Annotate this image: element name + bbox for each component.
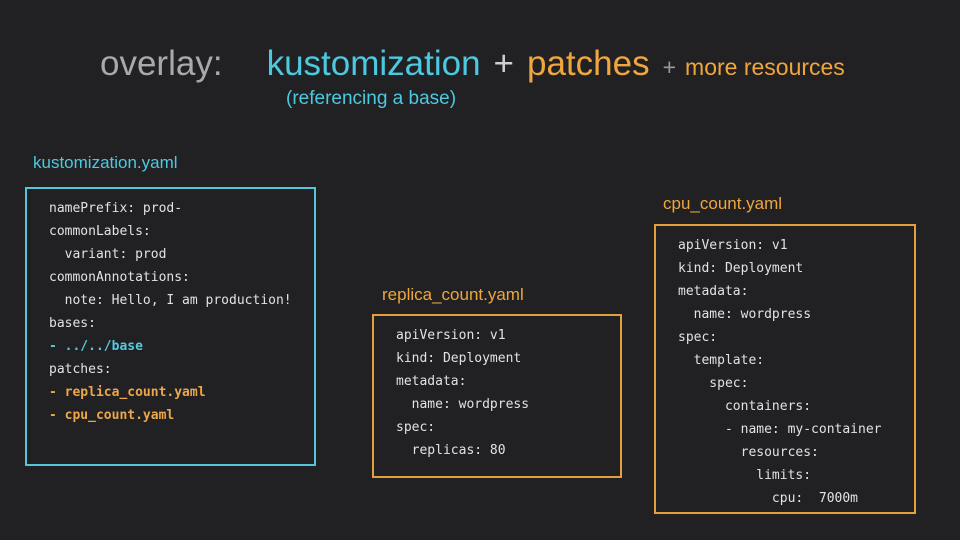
code-line: commonLabels:: [49, 224, 151, 239]
code-line: spec:: [678, 376, 749, 391]
code-line: namePrefix: prod-: [49, 201, 183, 216]
code-line: cpu: 7000m: [678, 491, 859, 506]
code-line: bases:: [49, 316, 96, 331]
code-line: - name: my-container: [678, 422, 882, 437]
code-line: containers:: [678, 399, 812, 414]
code-line: - replica_count.yaml: [49, 385, 206, 400]
title-overlay-text: overlay:: [100, 44, 223, 83]
code-line: apiVersion: v1: [678, 238, 788, 253]
code-line: apiVersion: v1: [396, 328, 506, 343]
code-line: - ../../base: [49, 339, 143, 354]
code-line: metadata:: [396, 374, 467, 389]
code-line: resources:: [678, 445, 819, 460]
replica-count-panel-label: replica_count.yaml: [382, 285, 524, 304]
title-plus-sign-small: +: [662, 54, 677, 80]
code-line: spec:: [396, 420, 436, 435]
kustomization-panel-label: kustomization.yaml: [33, 153, 178, 172]
cpu-count-panel-label: cpu_count.yaml: [663, 194, 783, 213]
title-subtitle: (referencing a base): [286, 88, 457, 109]
code-line: variant: prod: [49, 247, 167, 262]
code-line: name: wordpress: [678, 307, 812, 322]
code-line: metadata:: [678, 284, 749, 299]
code-line: commonAnnotations:: [49, 270, 190, 285]
slide-title: overlay: kustomization + patches + more …: [100, 44, 845, 84]
replica-count-code-box: apiVersion: v1 kind: Deployment metadata…: [372, 314, 622, 478]
code-line: - cpu_count.yaml: [49, 408, 175, 423]
code-line: kind: Deployment: [396, 351, 522, 366]
code-line: spec:: [678, 330, 718, 345]
code-line: patches:: [49, 362, 112, 377]
code-line: template:: [678, 353, 765, 368]
kustomization-code-box: namePrefix: prod- commonLabels: variant:…: [25, 187, 316, 466]
code-line: name: wordpress: [396, 397, 530, 412]
title-patches-text: patches: [527, 44, 650, 83]
code-line: note: Hello, I am production!: [49, 293, 292, 308]
title-kustomization-text: kustomization: [266, 44, 481, 83]
title-more-resources-text: more resources: [685, 54, 845, 80]
cpu-count-code-box: apiVersion: v1 kind: Deployment metadata…: [654, 224, 916, 514]
title-plus-sign: +: [493, 44, 514, 83]
code-line: replicas: 80: [396, 443, 506, 458]
code-line: limits:: [678, 468, 812, 483]
code-line: kind: Deployment: [678, 261, 804, 276]
